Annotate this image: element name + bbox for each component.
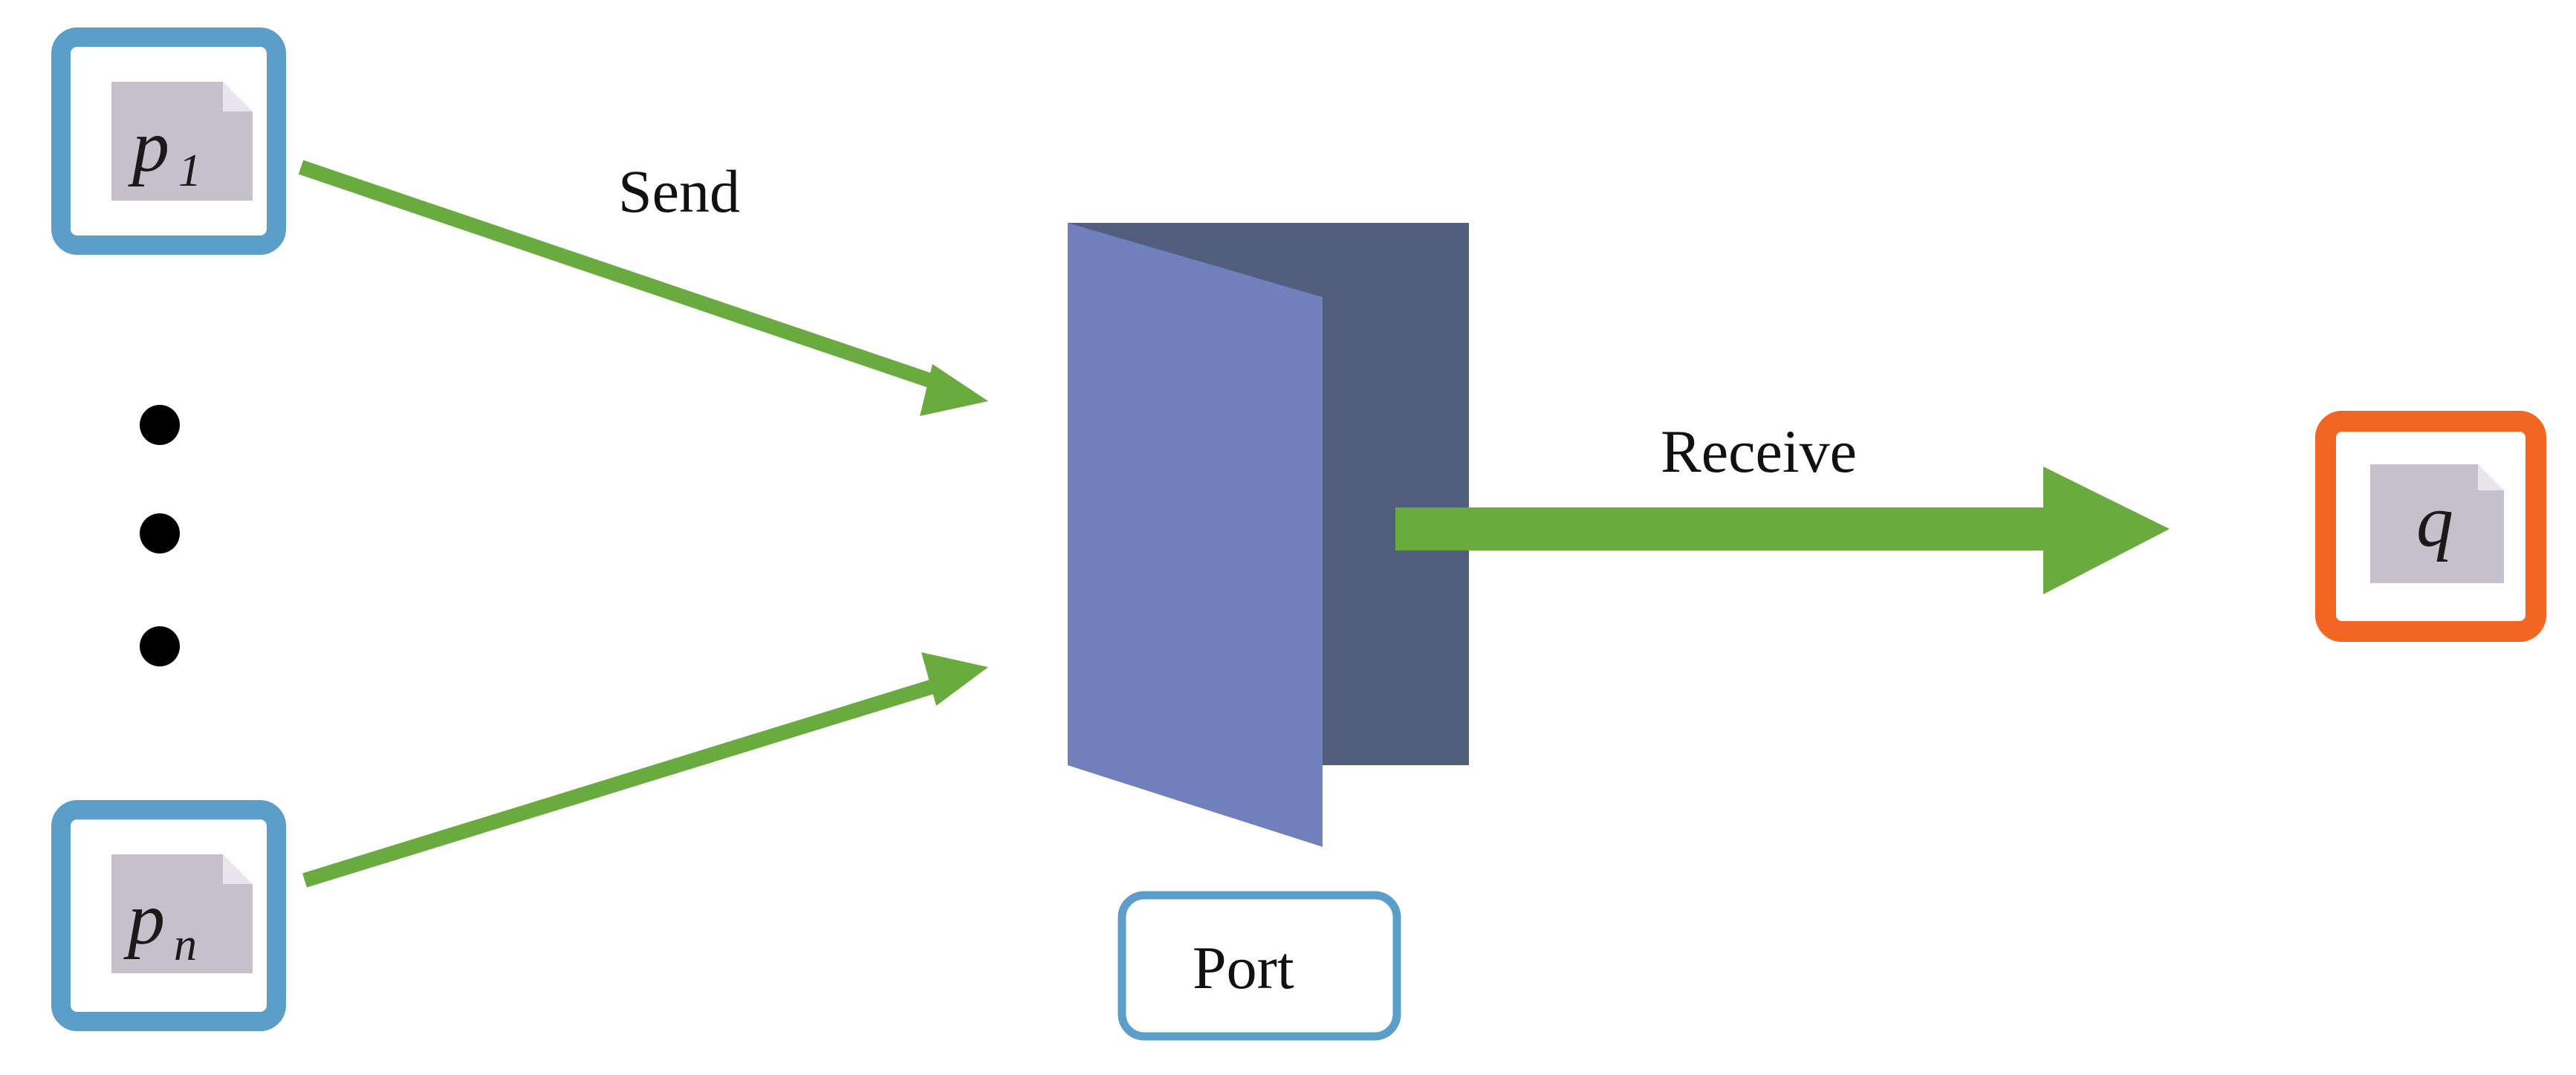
ellipsis-dot xyxy=(140,513,180,553)
send-label: Send xyxy=(618,157,740,225)
receive-arrow-head xyxy=(2043,467,2170,594)
port-caption-box: Port xyxy=(1117,891,1401,1041)
ellipsis-dot xyxy=(140,405,180,445)
ellipsis-dot xyxy=(140,626,180,666)
send-arrow-shaft xyxy=(298,160,950,394)
port-caption: Port xyxy=(1193,934,1294,1001)
port-caption-frame xyxy=(1117,891,1401,1041)
send-arrow-head xyxy=(920,364,988,416)
document-fold-icon xyxy=(2478,464,2504,490)
send-arrow-top xyxy=(298,160,988,416)
sender-pn-label: p xyxy=(123,877,165,960)
receiver-node-q: q xyxy=(2315,411,2546,642)
document-icon xyxy=(111,82,253,201)
receive-label: Receive xyxy=(1661,418,1857,485)
sender-node-pn: p n xyxy=(51,800,286,1031)
receiver-q-label: q xyxy=(2416,480,2453,562)
document-icon xyxy=(2370,464,2504,583)
send-arrow-head xyxy=(921,652,988,706)
port-door-front xyxy=(1068,223,1323,847)
document-fold-icon xyxy=(223,854,253,884)
sender-p1-label: p xyxy=(128,105,169,187)
receive-arrow-shaft xyxy=(1395,507,2049,551)
document-fold-icon xyxy=(223,82,253,111)
send-arrow-bottom xyxy=(302,652,988,888)
sender-p1-subscript: 1 xyxy=(178,146,201,196)
sender-node-p1: p 1 xyxy=(51,27,286,255)
sender-pn-subscript: n xyxy=(174,920,197,970)
receive-arrow xyxy=(1395,467,2170,594)
ellipsis-dots xyxy=(140,405,180,666)
document-icon xyxy=(111,854,253,973)
send-arrow-shaft xyxy=(302,675,950,888)
port-door-icon xyxy=(1068,223,1469,847)
